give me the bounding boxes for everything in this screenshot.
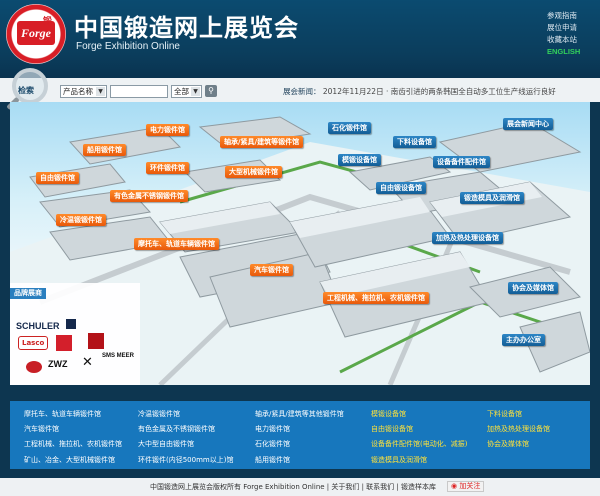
brand-lasco[interactable]: Lasco <box>18 336 49 350</box>
hall-link[interactable]: 石化锻件馆 <box>255 440 290 448</box>
booth-apply-link[interactable]: 展位申请 <box>547 23 577 32</box>
hall-open-die-equipment[interactable]: 自由锻设备馆 <box>376 182 426 194</box>
hall-cold-warm[interactable]: 冷温锻锻件馆 <box>56 214 106 226</box>
site-header: Forge 锻 中国锻造网上展览会 Forge Exhibition Onlin… <box>0 0 600 78</box>
schuler-mark-icon <box>66 319 77 329</box>
hall-automotive[interactable]: 汽车锻件馆 <box>250 264 293 276</box>
hall-heating-treatment[interactable]: 加热及热处理设备馆 <box>432 232 503 244</box>
hall-link[interactable]: 冷温锻锻件馆 <box>138 410 180 418</box>
hall-electric-power[interactable]: 电力锻件馆 <box>146 124 189 136</box>
news-ticker[interactable]: 展会新闻： 2012年11月22日 · 南齿引进的两条韩国全自动多工位生产线运行… <box>283 86 556 97</box>
hall-large-machinery[interactable]: 大型机械锻件馆 <box>225 166 282 178</box>
news-label: 展会新闻： <box>283 87 321 96</box>
exhibition-news-center[interactable]: 展会新闻中心 <box>503 118 553 130</box>
brand-sms-meer-name: SMS MEER <box>102 353 135 359</box>
brand-exhibitors-panel: SCHULER Lasco ZWZ ✕ SMS MEER <box>10 283 140 385</box>
brand-schuler-name: SCHULER <box>16 321 60 331</box>
follow-button[interactable]: ◉ 加关注 <box>447 481 485 492</box>
brand-logo-red-1[interactable] <box>56 335 72 351</box>
search-input[interactable] <box>110 85 168 98</box>
hall-link[interactable]: 工程机械、拖拉机、农机锻件馆 <box>24 440 122 448</box>
hall-link[interactable]: 有色金属及不锈钢锻件馆 <box>138 425 215 433</box>
news-text: 2012年11月22日 · 南齿引进的两条韩国全自动多工位生产线运行良好 <box>322 87 556 96</box>
hall-link[interactable]: 协会及媒体馆 <box>487 440 529 448</box>
brand-logo-red-3[interactable] <box>26 361 42 373</box>
forge-logo[interactable]: Forge 锻 <box>6 4 66 64</box>
brand-zwz[interactable]: ZWZ <box>48 359 68 369</box>
site-title: 中国锻造网上展览会 <box>74 14 299 42</box>
hall-link[interactable]: 轴承/紧具/建筑等其他锻件馆 <box>255 410 344 418</box>
brand-logo-red-2[interactable] <box>88 333 104 349</box>
english-link[interactable]: ENGLISH <box>547 47 581 56</box>
hall-link[interactable]: 设备备件配件馆(电动化、减振) <box>371 440 468 448</box>
hall-link[interactable]: 摩托车、轨道车辆锻件馆 <box>24 410 101 418</box>
top-links: 参观指南 展位申请 收藏本站 ENGLISH <box>547 10 597 58</box>
hall-link[interactable]: 矿山、冶金、大型机械锻件馆 <box>24 456 115 464</box>
hall-link[interactable]: 模锻设备馆 <box>371 410 406 418</box>
hall-nonferrous-stainless[interactable]: 有色金属不锈钢锻件馆 <box>110 190 188 202</box>
category-select[interactable]: 产品名称 ▼ <box>60 85 107 98</box>
brand-x-logo[interactable]: ✕ <box>82 355 93 370</box>
category-select-value: 产品名称 <box>63 87 93 96</box>
hall-die-forging-equipment[interactable]: 模锻设备馆 <box>338 154 381 166</box>
hall-link[interactable]: 电力锻件馆 <box>255 425 290 433</box>
hall-link[interactable]: 下料设备馆 <box>487 410 522 418</box>
hall-link[interactable]: 加热及热处理设备馆 <box>487 425 550 433</box>
hall-links-bar <box>10 401 590 469</box>
hall-motorcycle-rail[interactable]: 摩托车、轨道车辆锻件馆 <box>134 238 219 250</box>
brand-exhibitors-title: 品牌展商 <box>10 288 46 299</box>
hall-association-media[interactable]: 协会及媒体馆 <box>508 282 558 294</box>
chevron-down-icon: ▼ <box>96 87 105 96</box>
brand-schuler[interactable]: SCHULER <box>16 319 77 331</box>
organizer-office[interactable]: 主办办公室 <box>502 334 545 346</box>
chevron-down-icon: ▼ <box>191 87 200 96</box>
hall-link[interactable]: 自由锻设备馆 <box>371 425 413 433</box>
hall-petrochemical[interactable]: 石化锻件馆 <box>328 122 371 134</box>
logo-badge: 锻 <box>43 17 53 27</box>
scope-select-value: 全部 <box>174 87 189 96</box>
hall-ring[interactable]: 环件锻件馆 <box>146 162 189 174</box>
hall-spare-parts[interactable]: 设备备件配件馆 <box>433 156 490 168</box>
logo-text: Forge <box>17 21 55 45</box>
bookmark-link[interactable]: 收藏本站 <box>547 35 577 44</box>
search-button[interactable]: 检索 <box>18 86 34 95</box>
hall-construction-agri[interactable]: 工程机械、拖拉机、农机锻件馆 <box>323 292 429 304</box>
scope-select[interactable]: 全部 ▼ <box>171 85 202 98</box>
brand-zwz-name: ZWZ <box>48 359 68 369</box>
site-subtitle: Forge Exhibition Online <box>76 41 180 52</box>
hall-dies-lubrication[interactable]: 锻造模具及润滑馆 <box>460 192 524 204</box>
hall-open-die[interactable]: 自由锻件馆 <box>36 172 79 184</box>
search-icon: ⚲ <box>208 86 214 95</box>
hall-bearing-fastener[interactable]: 轴承/紧具/建筑等锻件馆 <box>220 136 304 148</box>
hall-link[interactable]: 船用锻件馆 <box>255 456 290 464</box>
search-go-button[interactable]: ⚲ <box>205 85 217 97</box>
weibo-icon: ◉ <box>451 482 458 490</box>
hall-link[interactable]: 大中型自由锻件馆 <box>138 440 194 448</box>
hall-link[interactable]: 汽车锻件馆 <box>24 425 59 433</box>
hall-link[interactable]: 环件锻件(内径500mm以上)馆 <box>138 456 234 464</box>
hall-cutting-equipment[interactable]: 下料设备馆 <box>393 136 436 148</box>
brand-lasco-name: Lasco <box>22 339 45 347</box>
follow-label: 加关注 <box>459 482 481 490</box>
footer: 中国锻造网上展览会版权所有 Forge Exhibition Online | … <box>0 478 600 496</box>
hall-marine[interactable]: 船用锻件馆 <box>83 144 126 156</box>
hall-link[interactable]: 锻造模具及润滑馆 <box>371 456 427 464</box>
footer-text[interactable]: 中国锻造网上展览会版权所有 Forge Exhibition Online | … <box>150 483 436 491</box>
visit-guide-link[interactable]: 参观指南 <box>547 11 577 20</box>
brand-sms-meer[interactable]: SMS MEER <box>102 353 136 360</box>
